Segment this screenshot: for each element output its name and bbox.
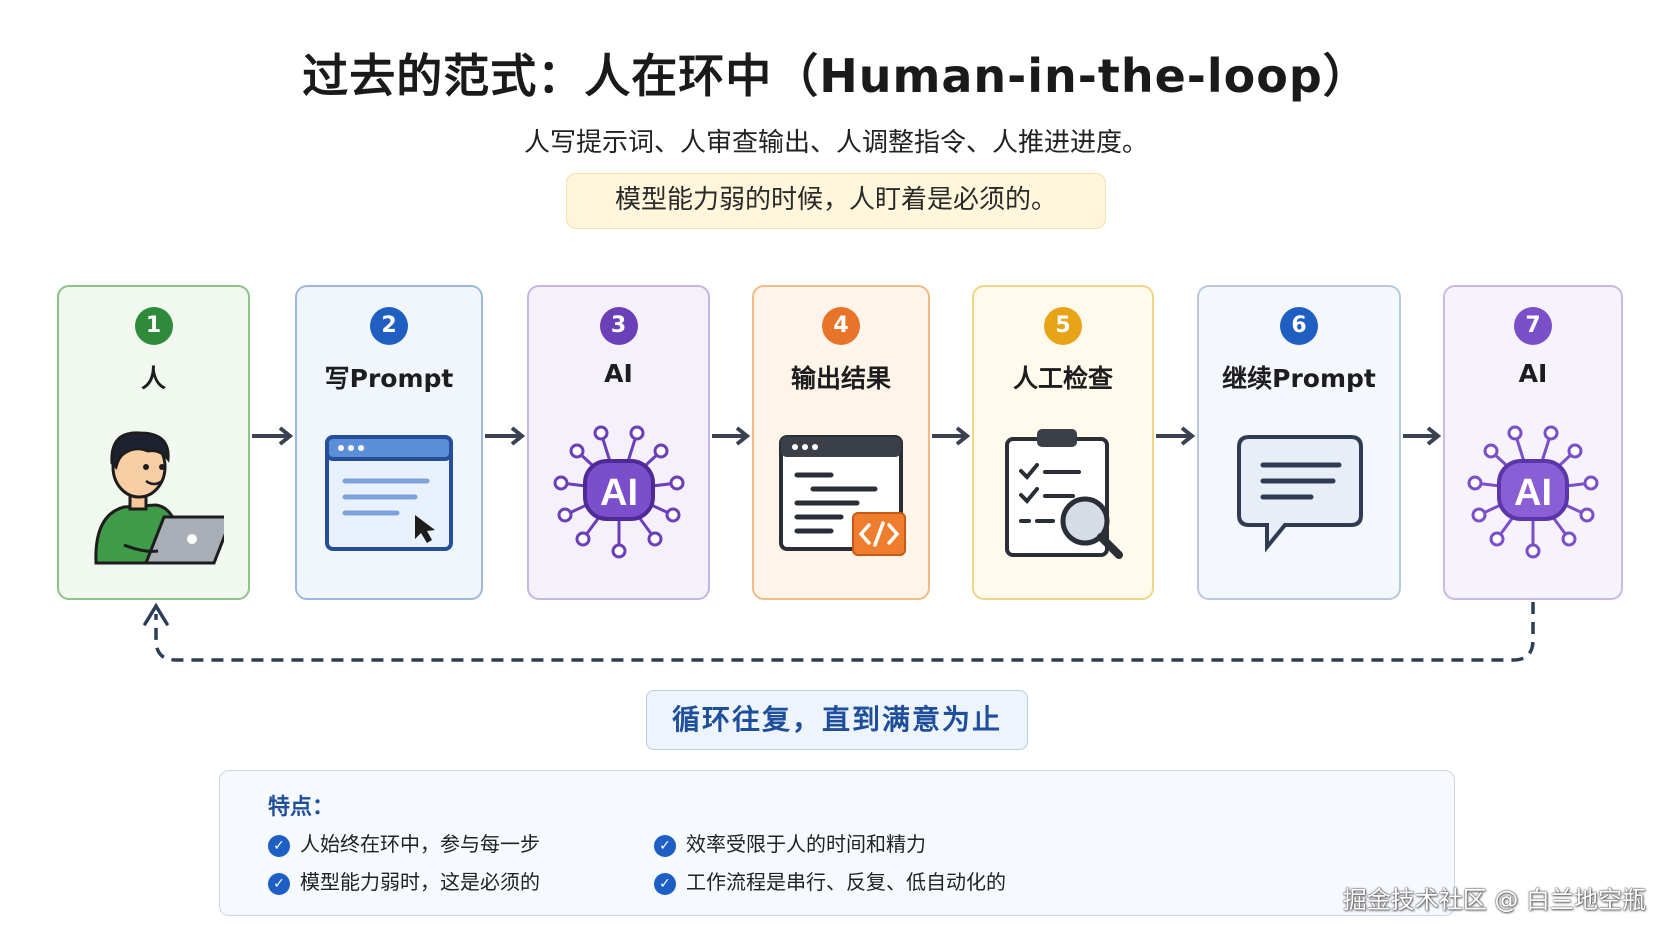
step-person: 1 人 (57, 285, 250, 600)
feature-item: ✓工作流程是串行、反复、低自动化的 (654, 869, 1006, 895)
page-title: 过去的范式：人在环中（Human-in-the-loop） (302, 49, 1370, 103)
watermark: 掘金技术社区 @ 白兰地空瓶 (1342, 886, 1646, 914)
clipboard-check-icon (1005, 429, 1123, 559)
check-icon: ✓ (654, 872, 676, 895)
check-icon: ✓ (268, 872, 290, 895)
loop-label: 循环往复，直到满意为止 (646, 690, 1028, 750)
features-panel: 特点： ✓人始终在环中，参与每一步 ✓效率受限于人的时间和精力 ✓模型能力弱时，… (219, 770, 1455, 916)
code-output-icon (779, 435, 906, 556)
browser-window-icon (325, 435, 453, 551)
flow-arrow-icon (1403, 426, 1442, 446)
chat-bubble-icon (1237, 435, 1363, 553)
flow-arrow-icon (252, 426, 294, 446)
step-ai-2: 7 AI AI (1443, 285, 1623, 600)
ai-chip-icon: AI (553, 425, 684, 559)
feature-item: ✓模型能力弱时，这是必须的 (268, 869, 540, 895)
step-number-badge: 6 (1280, 307, 1318, 345)
step-label: 人 (140, 364, 166, 393)
step-label: 写Prompt (324, 364, 454, 393)
step-ai: 3 AI AI (527, 285, 710, 600)
flow-arrow-icon (485, 426, 526, 446)
step-continue-prompt: 6 继续Prompt (1197, 285, 1401, 600)
step-label: AI (604, 359, 633, 388)
check-icon: ✓ (268, 834, 290, 857)
person-laptop-icon (93, 431, 224, 565)
svg-text:AI: AI (1514, 472, 1552, 514)
step-number-badge: 2 (370, 307, 408, 345)
step-label: AI (1518, 359, 1548, 388)
flow-arrow-icon (932, 426, 971, 446)
step-label: 人工检查 (1012, 364, 1113, 393)
step-label: 继续Prompt (1222, 364, 1376, 393)
step-manual-check: 5 人工检查 (972, 285, 1154, 600)
svg-text:AI: AI (600, 472, 638, 514)
features-title: 特点： (268, 795, 335, 820)
step-label: 输出结果 (790, 364, 891, 393)
flow-arrow-icon (712, 426, 751, 446)
step-output: 4 输出结果 (752, 285, 930, 600)
check-icon: ✓ (654, 834, 676, 857)
flow-arrow-icon (1156, 426, 1196, 446)
ai-chip-icon: AI (1467, 425, 1599, 559)
page-subtitle: 人写提示词、人审查输出、人调整指令、人推进进度。 (523, 128, 1148, 158)
step-number-badge: 5 (1044, 307, 1082, 345)
step-number-badge: 3 (599, 307, 638, 345)
feature-item: ✓人始终在环中，参与每一步 (268, 831, 540, 857)
step-write-prompt: 2 写Prompt (295, 285, 483, 600)
highlight-note: 模型能力弱的时候，人盯着是必须的。 (566, 173, 1106, 229)
step-number-badge: 4 (822, 307, 860, 345)
step-number-badge: 7 (1514, 307, 1552, 345)
feature-item: ✓效率受限于人的时间和精力 (654, 831, 926, 857)
step-number-badge: 1 (134, 307, 173, 345)
